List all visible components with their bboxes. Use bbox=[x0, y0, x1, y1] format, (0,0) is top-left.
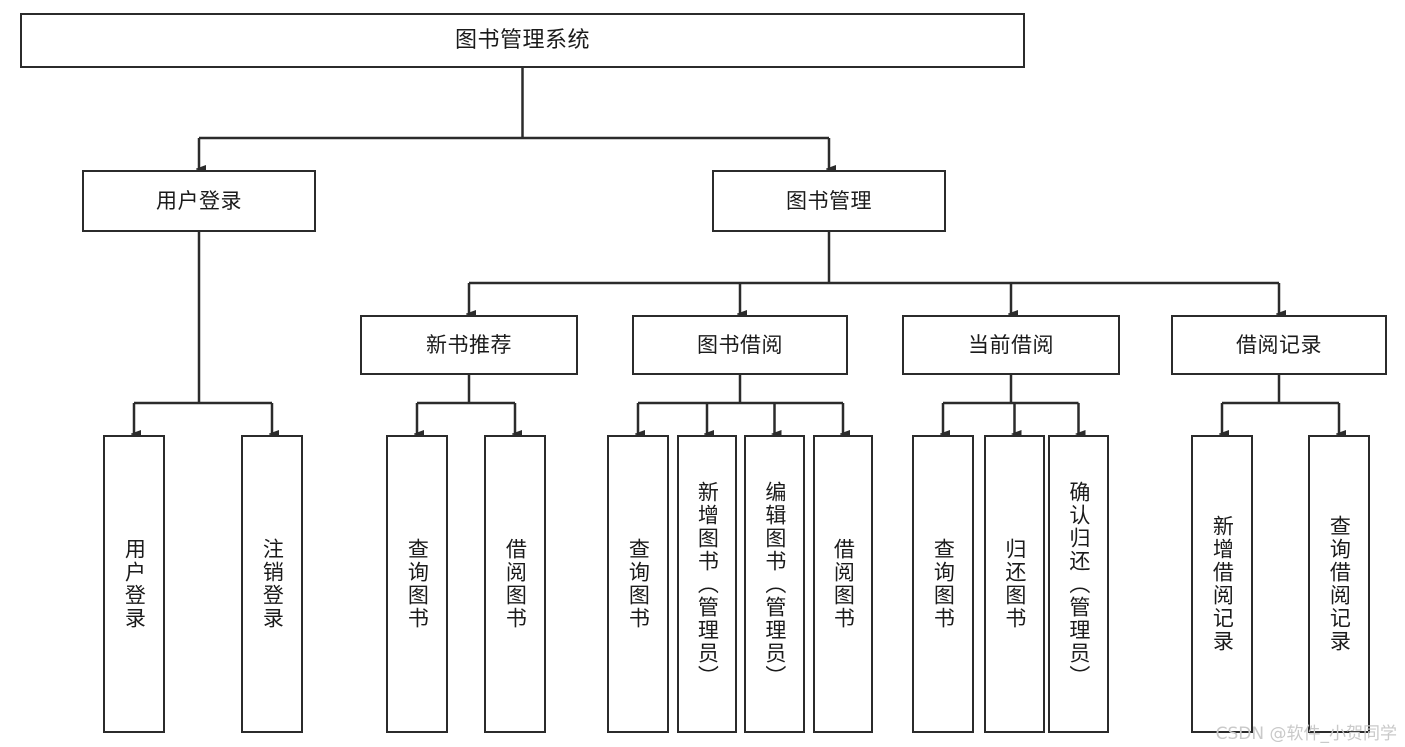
node-current-borrow[interactable]: 当前借阅 bbox=[902, 315, 1120, 375]
node-label: 编辑图书（管理员） bbox=[762, 480, 787, 688]
watermark-label: CSDN @软件_小贺同学 bbox=[1215, 724, 1397, 744]
node-leaf-query-book-2[interactable]: 查询图书 bbox=[607, 435, 669, 733]
node-label: 用户登录 bbox=[156, 188, 242, 213]
node-label: 图书管理 bbox=[786, 188, 872, 213]
node-borrow-record[interactable]: 借阅记录 bbox=[1171, 315, 1387, 375]
node-leaf-add-book[interactable]: 新增图书（管理员） bbox=[677, 435, 737, 733]
node-leaf-query-book-1[interactable]: 查询图书 bbox=[386, 435, 448, 733]
node-label: 查询借阅记录 bbox=[1327, 515, 1352, 653]
node-leaf-confirm-return[interactable]: 确认归还（管理员） bbox=[1048, 435, 1109, 733]
node-label: 注销登录 bbox=[260, 538, 285, 630]
node-leaf-borrow-book-2[interactable]: 借阅图书 bbox=[813, 435, 873, 733]
node-label: 查询图书 bbox=[626, 538, 651, 630]
node-leaf-logout[interactable]: 注销登录 bbox=[241, 435, 303, 733]
node-book-manage[interactable]: 图书管理 bbox=[712, 170, 946, 232]
node-leaf-query-record[interactable]: 查询借阅记录 bbox=[1308, 435, 1370, 733]
node-leaf-edit-book[interactable]: 编辑图书（管理员） bbox=[744, 435, 805, 733]
node-label: 确认归还（管理员） bbox=[1066, 480, 1091, 688]
node-label: 新书推荐 bbox=[426, 332, 512, 357]
node-label: 新增借阅记录 bbox=[1210, 515, 1235, 653]
node-book-borrow[interactable]: 图书借阅 bbox=[632, 315, 848, 375]
node-label: 查询图书 bbox=[405, 538, 430, 630]
node-label: 借阅图书 bbox=[831, 538, 856, 630]
node-new-book-rec[interactable]: 新书推荐 bbox=[360, 315, 578, 375]
node-leaf-borrow-book-1[interactable]: 借阅图书 bbox=[484, 435, 546, 733]
node-label: 图书管理系统 bbox=[454, 27, 590, 53]
node-leaf-query-book-3[interactable]: 查询图书 bbox=[912, 435, 974, 733]
node-label: 借阅记录 bbox=[1236, 332, 1322, 357]
node-label: 图书借阅 bbox=[697, 332, 783, 357]
node-label: 归还图书 bbox=[1002, 538, 1027, 630]
node-label: 借阅图书 bbox=[503, 538, 528, 630]
node-label: 新增图书（管理员） bbox=[695, 480, 720, 688]
node-root[interactable]: 图书管理系统 bbox=[20, 13, 1025, 68]
node-leaf-user-login[interactable]: 用户登录 bbox=[103, 435, 165, 733]
node-label: 当前借阅 bbox=[968, 332, 1054, 357]
node-label: 查询图书 bbox=[931, 538, 956, 630]
node-label: 用户登录 bbox=[122, 538, 147, 630]
node-leaf-add-record[interactable]: 新增借阅记录 bbox=[1191, 435, 1253, 733]
node-leaf-return-book[interactable]: 归还图书 bbox=[984, 435, 1045, 733]
node-user-login[interactable]: 用户登录 bbox=[82, 170, 316, 232]
